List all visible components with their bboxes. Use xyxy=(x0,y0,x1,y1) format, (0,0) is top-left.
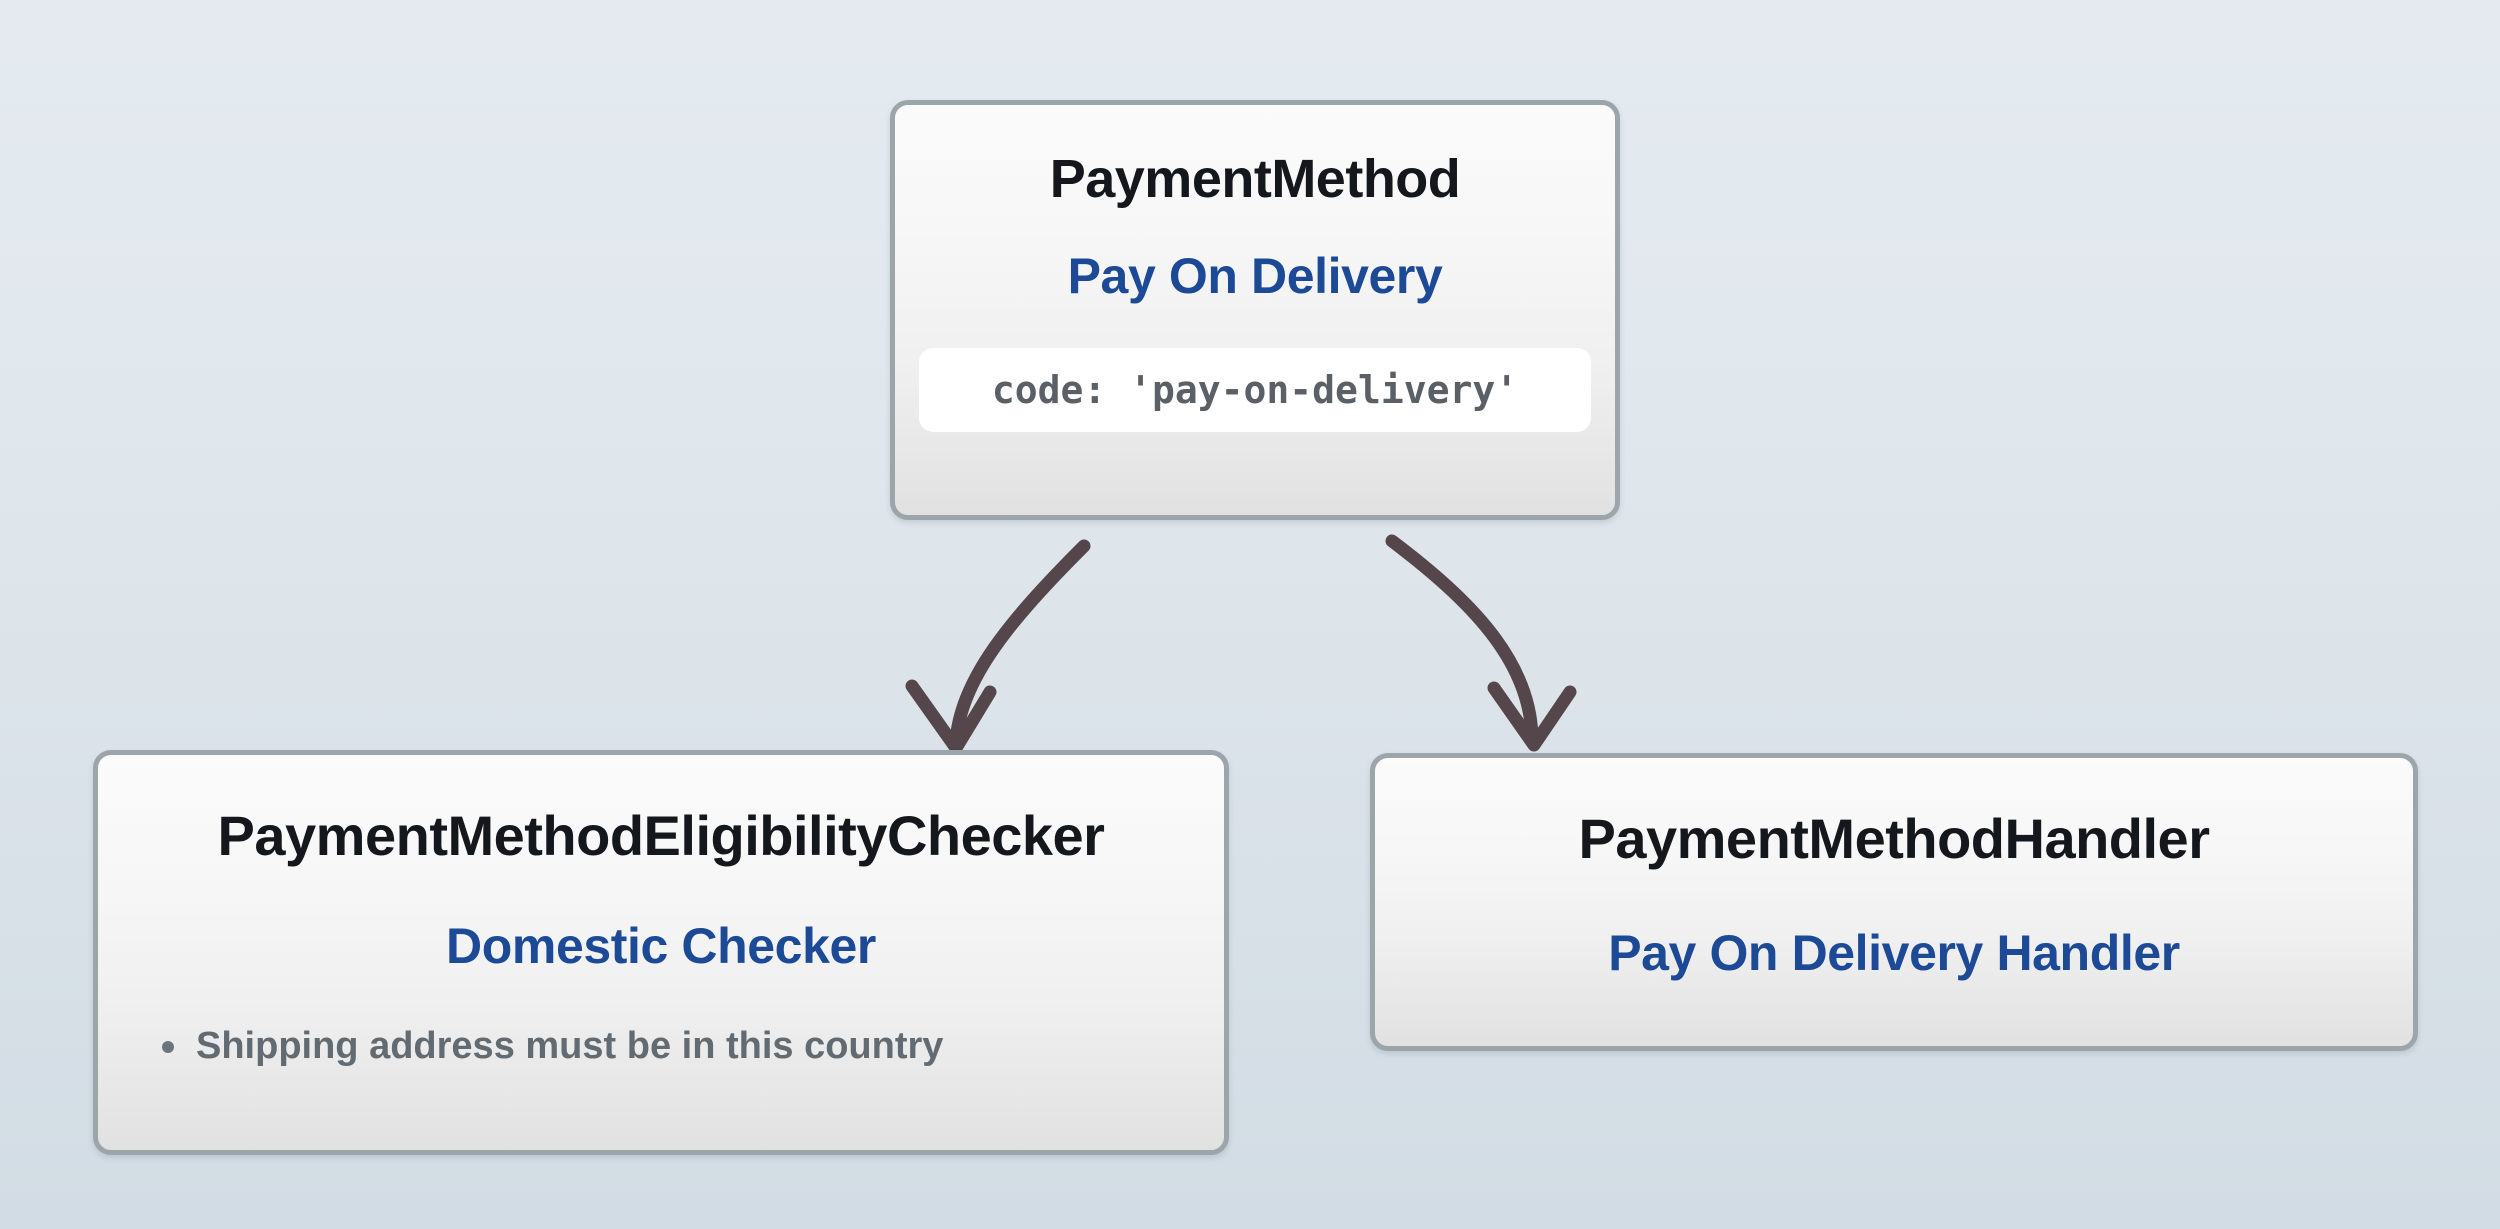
node-payment-method-type: PaymentMethod xyxy=(1049,149,1461,209)
node-eligibility-checker-bullet-list: Shipping address must be in this country xyxy=(132,1025,1190,1068)
node-payment-method[interactable]: PaymentMethod Pay On Delivery code: 'pay… xyxy=(890,100,1620,520)
bullet-item-label: Shipping address must be in this country xyxy=(196,1025,944,1068)
node-payment-method-code-chip: code: 'pay-on-delivery' xyxy=(919,348,1591,433)
node-payment-handler[interactable]: PaymentMethodHandler Pay On Delivery Han… xyxy=(1370,753,2418,1051)
list-item: Shipping address must be in this country xyxy=(162,1025,1190,1068)
node-eligibility-checker-title: Domestic Checker xyxy=(446,917,876,974)
node-eligibility-checker-type: PaymentMethodEligibilityChecker xyxy=(217,804,1105,867)
edge-payment-method-to-eligibility-checker xyxy=(905,539,1091,755)
node-payment-method-title: Pay On Delivery xyxy=(1067,247,1443,304)
edge-payment-method-to-payment-handler xyxy=(1385,534,1577,752)
node-eligibility-checker[interactable]: PaymentMethodEligibilityChecker Domestic… xyxy=(93,750,1229,1155)
node-payment-handler-type: PaymentMethodHandler xyxy=(1578,807,2211,870)
node-payment-handler-title: Pay On Delivery Handler xyxy=(1608,924,2180,981)
bullet-dot-icon xyxy=(162,1041,174,1054)
